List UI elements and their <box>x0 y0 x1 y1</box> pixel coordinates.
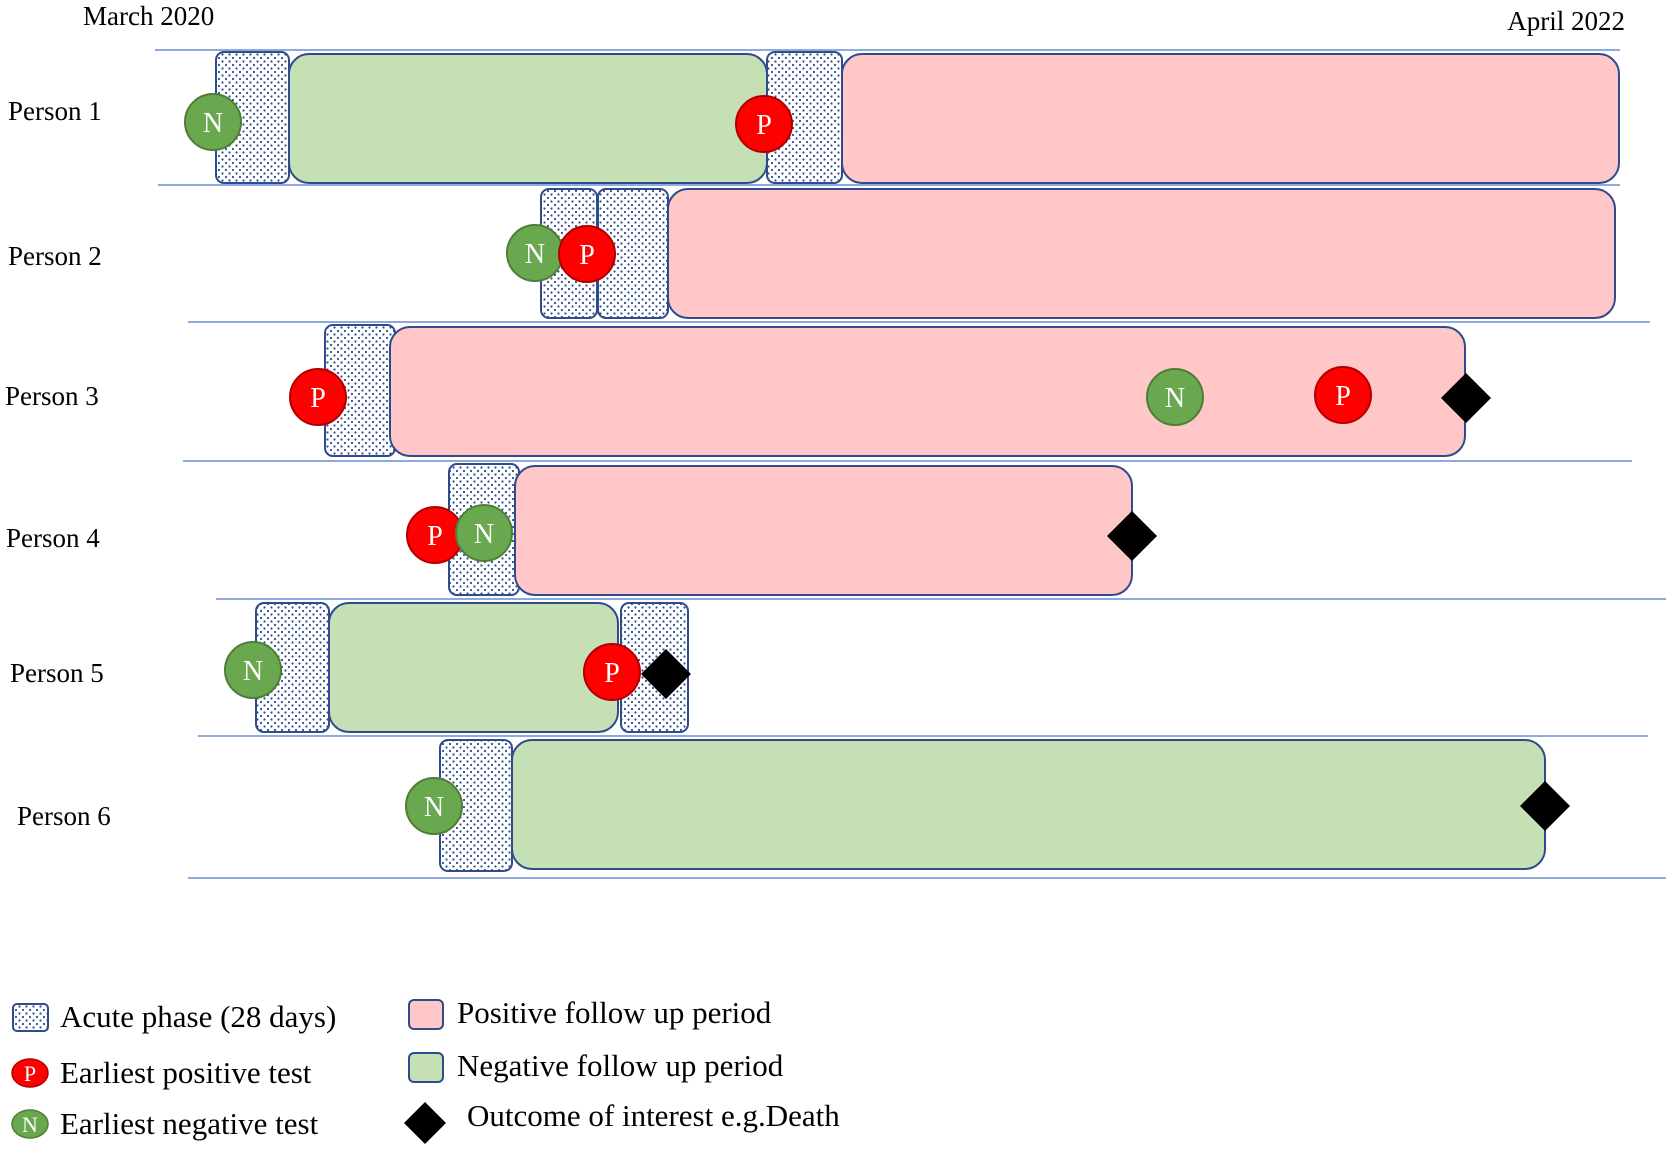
person-2-row: N P <box>506 188 1616 319</box>
positive-test-marker <box>735 95 793 153</box>
outcome-diamond <box>1107 511 1157 561</box>
end-date-label: April 2022 <box>1507 6 1625 36</box>
person-5-label: Person 5 <box>10 658 104 688</box>
person-6-label: Person 6 <box>17 801 111 831</box>
legend: Acute phase (28 days) P Earliest positiv… <box>11 995 840 1144</box>
legend-outcome-label: Outcome of interest e.g.Death <box>467 1098 840 1133</box>
negative-period-bar <box>288 53 768 184</box>
person-2-label: Person 2 <box>8 241 102 271</box>
positive-test-marker <box>289 368 347 426</box>
legend-positive-period-label: Positive follow up period <box>457 995 772 1030</box>
positive-test-letter: P <box>427 521 443 552</box>
positive-period-bar <box>389 326 1466 457</box>
negative-test-letter: N <box>1165 383 1185 414</box>
legend-negative-period-swatch <box>408 1052 444 1083</box>
positive-test-letter: P <box>604 658 620 689</box>
person-5-row: N P <box>224 602 691 733</box>
start-date-label: March 2020 <box>83 1 214 31</box>
negative-test-marker <box>455 504 513 562</box>
legend-positive-label: Earliest positive test <box>60 1055 312 1090</box>
positive-test-marker <box>583 643 641 701</box>
legend-positive-period-swatch <box>408 999 444 1030</box>
legend-negative-period-label: Negative follow up period <box>457 1048 784 1083</box>
person-4-label: Person 4 <box>6 523 100 553</box>
positive-period-bar <box>514 465 1133 596</box>
legend-positive-marker <box>11 1058 49 1088</box>
negative-test-letter: N <box>474 519 494 550</box>
positive-test-letter: P <box>579 240 595 271</box>
positive-test-letter: P <box>1335 381 1351 412</box>
person-3-row: P N P <box>289 324 1491 457</box>
person-4-row: P N <box>406 463 1157 596</box>
person-6-row: N <box>405 739 1570 872</box>
positive-test-marker <box>1314 366 1372 424</box>
negative-test-letter: N <box>203 108 223 139</box>
legend-acute-swatch <box>12 1003 49 1032</box>
negative-test-letter: N <box>424 792 444 823</box>
person-3-label: Person 3 <box>5 381 99 411</box>
negative-test-letter: N <box>243 656 263 687</box>
person-1-label: Person 1 <box>8 96 102 126</box>
legend-outcome-diamond <box>404 1102 446 1144</box>
person-1-row: N P <box>184 51 1620 184</box>
outcome-diamond <box>1441 373 1491 423</box>
legend-negative-letter: N <box>22 1112 38 1137</box>
negative-test-marker <box>405 777 463 835</box>
positive-test-marker <box>558 225 616 283</box>
legend-negative-marker <box>11 1109 49 1139</box>
legend-negative-label: Earliest negative test <box>60 1106 319 1141</box>
outcome-diamond <box>641 649 691 699</box>
negative-test-marker <box>1146 368 1204 426</box>
positive-period-bar <box>667 188 1616 319</box>
positive-test-letter: P <box>310 383 326 414</box>
row-dividers <box>155 49 1666 879</box>
negative-test-letter: N <box>525 239 545 270</box>
negative-test-marker <box>224 641 282 699</box>
outcome-diamond <box>1520 781 1570 831</box>
negative-period-bar <box>328 602 619 733</box>
legend-acute-label: Acute phase (28 days) <box>60 999 336 1034</box>
legend-positive-letter: P <box>24 1061 36 1086</box>
negative-period-bar <box>511 739 1546 870</box>
positive-period-bar <box>841 53 1620 184</box>
negative-test-marker <box>184 93 242 151</box>
positive-test-letter: P <box>756 110 772 141</box>
